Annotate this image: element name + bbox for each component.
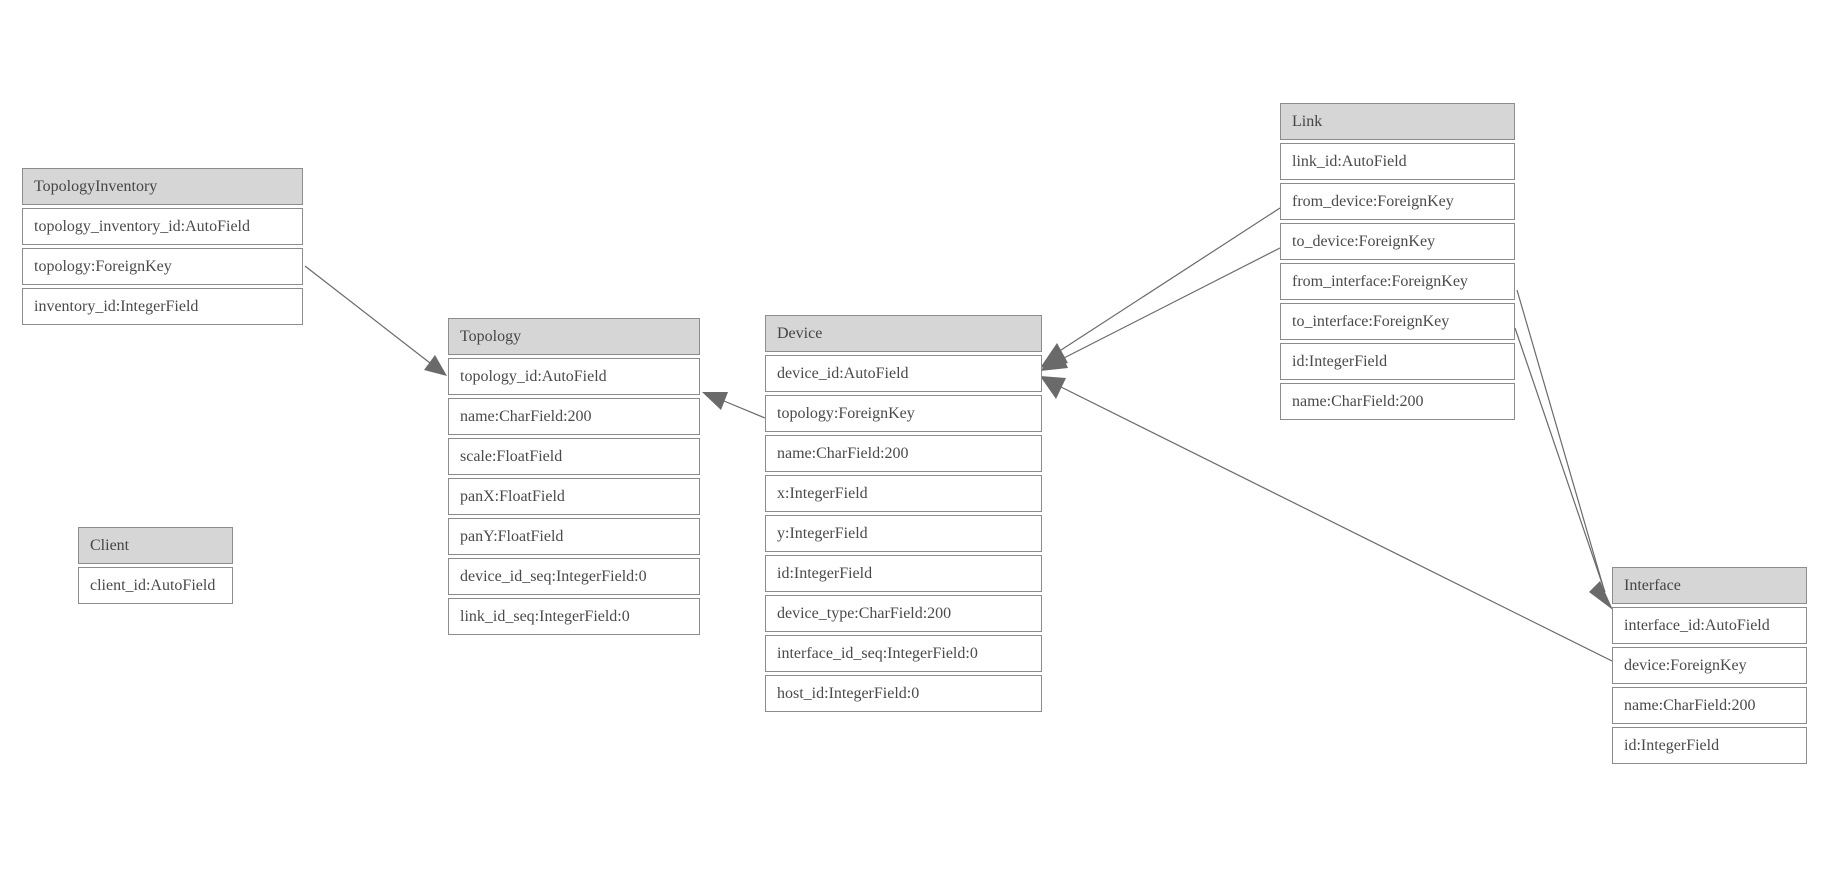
connector-interface-device: [1060, 386, 1613, 662]
field-row: inventory_id:IntegerField: [22, 288, 303, 325]
entity-table-device: Device device_id:AutoField topology:Fore…: [765, 315, 1042, 715]
entity-table-interface: Interface interface_id:AutoField device:…: [1612, 567, 1807, 767]
field-row: id:IntegerField: [1280, 343, 1515, 380]
field-row: topology:ForeignKey: [22, 248, 303, 285]
field-row: to_device:ForeignKey: [1280, 223, 1515, 260]
entity-title: Topology: [448, 318, 700, 355]
field-row: x:IntegerField: [765, 475, 1042, 512]
field-row: host_id:IntegerField:0: [765, 675, 1042, 712]
field-row: id:IntegerField: [1612, 727, 1807, 764]
arrowhead-link-interface: [1589, 581, 1613, 610]
field-row: device_id:AutoField: [765, 355, 1042, 392]
field-row: name:CharField:200: [448, 398, 700, 435]
field-row: panX:FloatField: [448, 478, 700, 515]
field-row: from_device:ForeignKey: [1280, 183, 1515, 220]
field-row: topology_inventory_id:AutoField: [22, 208, 303, 245]
field-row: name:CharField:200: [1280, 383, 1515, 420]
field-row: device_type:CharField:200: [765, 595, 1042, 632]
arrowhead-topologyinventory-topology: [424, 355, 447, 376]
entity-title: Client: [78, 527, 233, 564]
field-row: link_id_seq:IntegerField:0: [448, 598, 700, 635]
field-row: name:CharField:200: [1612, 687, 1807, 724]
field-row: link_id:AutoField: [1280, 143, 1515, 180]
field-row: y:IntegerField: [765, 515, 1042, 552]
field-row: interface_id_seq:IntegerField:0: [765, 635, 1042, 672]
field-row: client_id:AutoField: [78, 567, 233, 604]
field-row: panY:FloatField: [448, 518, 700, 555]
entity-table-link: Link link_id:AutoField from_device:Forei…: [1280, 103, 1515, 423]
field-row: to_interface:ForeignKey: [1280, 303, 1515, 340]
connector-link-tointerface-interface: [1514, 327, 1606, 593]
field-row: topology_id:AutoField: [448, 358, 700, 395]
field-row: topology:ForeignKey: [765, 395, 1042, 432]
field-row: device_id_seq:IntegerField:0: [448, 558, 700, 595]
arrowhead-link-todevice-device: [1040, 350, 1068, 371]
arrowhead-device-topology: [702, 392, 728, 410]
connector-topologyinventory-topology: [304, 265, 431, 364]
connector-link-frominterface-interface: [1516, 289, 1604, 587]
connector-link-fromdevice-device: [1057, 207, 1281, 353]
entity-title: Link: [1280, 103, 1515, 140]
field-row: name:CharField:200: [765, 435, 1042, 472]
entity-title: Interface: [1612, 567, 1807, 604]
field-row: interface_id:AutoField: [1612, 607, 1807, 644]
connector-link-todevice-device: [1059, 247, 1281, 361]
entity-table-topologyinventory: TopologyInventory topology_inventory_id:…: [22, 168, 303, 328]
arrowhead-interface-device: [1040, 376, 1066, 399]
entity-table-client: Client client_id:AutoField: [78, 527, 233, 607]
field-row: id:IntegerField: [765, 555, 1042, 592]
entity-table-topology: Topology topology_id:AutoField name:Char…: [448, 318, 700, 638]
field-row: from_interface:ForeignKey: [1280, 263, 1515, 300]
field-row: device:ForeignKey: [1612, 647, 1807, 684]
entity-title: Device: [765, 315, 1042, 352]
connector-device-topology: [723, 400, 766, 419]
entity-title: TopologyInventory: [22, 168, 303, 205]
field-row: scale:FloatField: [448, 438, 700, 475]
